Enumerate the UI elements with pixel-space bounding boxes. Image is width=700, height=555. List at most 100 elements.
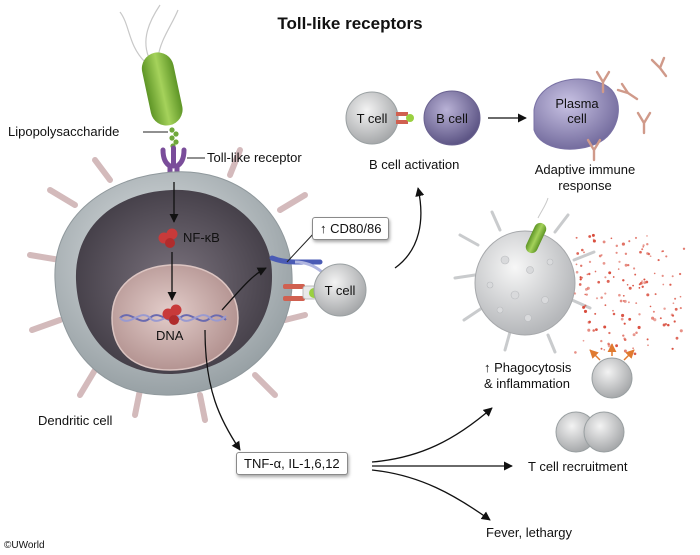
- cytokine-particle: [582, 339, 585, 342]
- cytokine-particle: [586, 273, 589, 276]
- cytokine-particle: [608, 271, 612, 275]
- cytokine-particle: [678, 272, 682, 276]
- plasma-cell: [533, 78, 619, 150]
- cytokine-particle: [628, 317, 632, 321]
- nfkb-on-dna: [162, 304, 182, 325]
- cytokine-particle: [623, 349, 627, 353]
- cytokine-particle: [662, 250, 664, 253]
- cytokine-particle: [584, 287, 588, 291]
- secreting-cell: [589, 343, 635, 399]
- cytokine-particle: [600, 254, 603, 256]
- cytokine-particle: [627, 263, 630, 267]
- cytokine-particle: [646, 235, 648, 237]
- cytokine-particle: [623, 337, 626, 340]
- bacterium: [119, 4, 183, 126]
- cd80-molecule: [269, 255, 323, 274]
- tcell-bcell-synapse: [396, 112, 414, 124]
- cytokine-particle: [642, 244, 645, 247]
- cytokine-particle: [628, 301, 630, 304]
- lps-label: Lipopolysaccharide: [8, 124, 120, 139]
- cytokine-particle: [642, 246, 645, 248]
- cytokine-particle: [584, 304, 587, 307]
- cytokine-particle: [674, 297, 677, 300]
- dna-to-cd80-arrow: [221, 267, 267, 311]
- cytokine-particle: [600, 339, 603, 343]
- cytokine-particle: [615, 344, 618, 348]
- cytokine-particle: [602, 262, 606, 265]
- cytokine-particle: [674, 307, 678, 311]
- cytokine-particle: [600, 347, 603, 350]
- cytokine-particle: [588, 272, 591, 276]
- cytokine-particle: [638, 287, 641, 289]
- bcell-activation-label: B cell activation: [369, 157, 460, 172]
- cytokine-particle: [634, 273, 637, 276]
- cytokine-particle: [653, 318, 657, 322]
- cytokine-particle: [662, 283, 665, 286]
- cytokine-particle: [604, 276, 607, 279]
- cytokine-particle: [583, 251, 585, 254]
- cytokine-particle: [592, 238, 595, 241]
- dna-to-cytokines-arrow: [204, 329, 241, 451]
- cytokine-particle: [638, 313, 641, 316]
- cytokine-particle: [582, 305, 586, 309]
- tlr-label: Toll-like receptor: [207, 150, 302, 165]
- cytokine-particle: [652, 310, 655, 313]
- cytokine-particle: [618, 260, 621, 263]
- cytokine-particle: [632, 347, 634, 350]
- cytokine-particle: [620, 317, 624, 321]
- cytokine-particle: [578, 283, 582, 286]
- cytokine-particle: [671, 347, 674, 350]
- cytokine-particle: [673, 320, 676, 323]
- bcell: [423, 90, 481, 146]
- cytokine-particle: [667, 323, 670, 327]
- tcell-top-label: T cell: [356, 111, 388, 126]
- cytokine-particle: [624, 263, 628, 267]
- cytokine-particle: [604, 292, 607, 295]
- cytokine-particle: [615, 244, 619, 248]
- cytokine-particle: [671, 275, 674, 278]
- cytokine-particle: [634, 236, 638, 239]
- cytokine-particle: [679, 307, 682, 310]
- cytokine-particle: [643, 281, 647, 285]
- cytokine-particle: [575, 263, 578, 266]
- cytokine-particle: [646, 338, 649, 341]
- cytokine-particle: [584, 293, 587, 296]
- cytokine-particle: [579, 276, 582, 279]
- dendritic-cell-label: Dendritic cell: [38, 413, 113, 428]
- cytokine-particle: [641, 280, 643, 282]
- macrophage: [453, 197, 596, 354]
- cytokine-particle: [576, 252, 580, 255]
- cd80-leader-line: [286, 231, 316, 263]
- cytokine-particle: [651, 316, 655, 320]
- tcell-to-bcell-arrow: [394, 187, 425, 269]
- cytokine-particle: [604, 304, 607, 307]
- cytokine-particle: [646, 293, 650, 297]
- cytokine-particle: [637, 325, 641, 330]
- plasma-cell-label: Plasma cell: [555, 96, 599, 126]
- copyright: ©UWorld: [4, 540, 45, 551]
- cytokine-particle: [621, 313, 625, 318]
- cytokine-particle: [635, 302, 638, 304]
- cytokine-particle: [573, 292, 577, 295]
- cytokine-particle: [574, 351, 577, 354]
- tcell-main-label: T cell: [324, 283, 356, 298]
- cytokine-particle: [665, 255, 668, 258]
- cytokine-particle: [646, 252, 649, 255]
- cytokine-particle: [612, 276, 615, 278]
- cytokine-particle: [612, 309, 614, 312]
- cytokine-particle: [679, 329, 683, 333]
- cytokine-particle: [603, 325, 607, 329]
- cytokine-particle: [603, 348, 606, 351]
- tcell-top: [345, 91, 399, 145]
- cytokine-particle: [621, 242, 625, 246]
- cytokines-to-fever-arrow: [371, 469, 491, 521]
- cytokine-particle: [657, 259, 660, 262]
- cytokine-particle: [641, 248, 644, 251]
- cytokine-particle: [628, 240, 631, 243]
- cytokine-particle: [595, 328, 598, 331]
- cytokine-particle: [618, 293, 621, 297]
- nfkb-molecule: [158, 228, 178, 248]
- cytokine-particle: [623, 322, 626, 325]
- cytokine-particle: [622, 279, 625, 282]
